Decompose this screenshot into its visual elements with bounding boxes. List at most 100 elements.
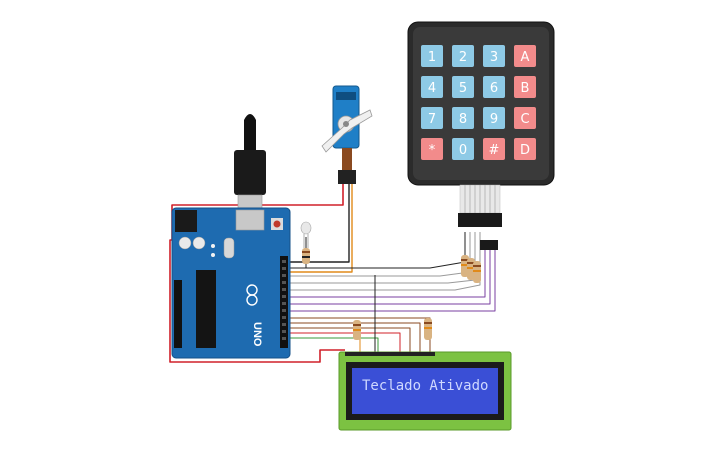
keypad-key-face: [483, 107, 505, 129]
wire-servo-signal[interactable]: [290, 184, 353, 273]
wire-keypad-7[interactable]: [290, 250, 496, 312]
keypad-key-hash[interactable]: #: [483, 138, 505, 160]
keypad-key-6[interactable]: 6: [483, 76, 505, 98]
keypad-key-8[interactable]: 8: [452, 107, 474, 129]
wire-lcd-4[interactable]: [290, 332, 401, 352]
keypad-key-face: [514, 76, 536, 98]
resistor-lcd-2[interactable]: [424, 318, 432, 340]
keypad-key-label: 8: [459, 112, 467, 127]
arduino-capacitor-1: [178, 236, 192, 250]
keypad-key-label: 5: [459, 81, 467, 96]
wire-lcd-5[interactable]: [290, 337, 379, 352]
usb-cable-wire: [244, 120, 256, 150]
keypad-key-face: [514, 45, 536, 67]
lcd-screen: [352, 368, 498, 414]
lcd-module: Teclado Ativado: [338, 351, 512, 431]
keypad-key-9[interactable]: 9: [483, 107, 505, 129]
wire-servo-black[interactable]: [290, 184, 350, 263]
servo-label: [336, 92, 356, 100]
resistor-keypad-3[interactable]: [473, 261, 481, 283]
arduino-crystal: [223, 237, 235, 259]
wire-keypad-6[interactable]: [290, 250, 491, 305]
keypad-key-label: C: [520, 112, 529, 127]
wires: [169, 184, 496, 363]
arduino-chip: [196, 270, 216, 348]
servo-cable: [342, 148, 352, 170]
wire-lcd-2[interactable]: [290, 322, 421, 352]
wire-lcd-1[interactable]: [290, 317, 431, 352]
keypad-key-face: [421, 138, 443, 160]
keypad-key-label: 2: [459, 50, 467, 65]
keypad-key-face: [452, 76, 474, 98]
keypad-connector-2[interactable]: [480, 240, 498, 250]
keypad-key-C[interactable]: C: [514, 107, 536, 129]
led[interactable]: [300, 221, 312, 248]
keypad-key-label: 0: [459, 143, 467, 158]
keypad-key-label: *: [429, 143, 436, 158]
keypad-key-star[interactable]: *: [421, 138, 443, 160]
keypad-key-face: [514, 107, 536, 129]
arduino-power-jack[interactable]: [175, 210, 197, 232]
arduino-usb-port[interactable]: [235, 209, 265, 231]
usb-plug-body[interactable]: [234, 150, 266, 195]
keypad-key-face: [421, 45, 443, 67]
wire-keypad-3[interactable]: [290, 232, 476, 284]
wire-keypad-5[interactable]: [290, 250, 486, 298]
keypad-key-label: 7: [428, 112, 436, 127]
keypad-ribbon-lines: [464, 185, 496, 213]
arduino-header-analog[interactable]: [174, 322, 182, 348]
usb-cable: [234, 114, 266, 218]
keypad-key-0[interactable]: 0: [452, 138, 474, 160]
keypad-key-label: 6: [490, 81, 498, 96]
keypad-key-face: [452, 138, 474, 160]
arduino-reset-cap: [273, 220, 281, 228]
keypad-key-label: B: [521, 81, 530, 96]
resistor-lcd-1[interactable]: [353, 320, 361, 340]
arduino-model-label: UNO: [251, 322, 263, 347]
keypad-key-label: 3: [490, 50, 498, 65]
keypad-key-label: A: [521, 50, 530, 65]
arduino-header-power[interactable]: [174, 280, 182, 322]
lcd-header-pins: [345, 352, 435, 356]
arduino-capacitor-2: [192, 236, 206, 250]
keypad-keys: 1 2 3 A 4 5 6 B 7 8 9 C * 0 # D: [421, 45, 536, 160]
keypad-key-face: [421, 107, 443, 129]
keypad-key-label: 9: [490, 112, 498, 127]
keypad-key-D[interactable]: D: [514, 138, 536, 160]
wire-power-red[interactable]: [169, 239, 345, 363]
keypad-key-label: #: [489, 143, 500, 158]
servo: [321, 85, 373, 184]
servo-connector[interactable]: [338, 170, 356, 184]
resistors: [302, 248, 481, 340]
arduino-led-2: [211, 253, 215, 257]
keypad-key-5[interactable]: 5: [452, 76, 474, 98]
keypad-key-label: 1: [428, 50, 436, 65]
keypad-key-B[interactable]: B: [514, 76, 536, 98]
keypad: 1 2 3 A 4 5 6 B 7 8 9 C * 0 # D: [407, 21, 555, 250]
keypad-key-2[interactable]: 2: [452, 45, 474, 67]
resistor-led[interactable]: [302, 248, 310, 264]
keypad-key-label: D: [520, 143, 530, 158]
keypad-key-face: [421, 76, 443, 98]
usb-cable-end: [244, 114, 256, 120]
arduino-led-1: [211, 244, 215, 248]
keypad-key-face: [452, 107, 474, 129]
keypad-key-face: [514, 138, 536, 160]
arduino-board: UNO: [171, 207, 291, 359]
keypad-key-face: [483, 45, 505, 67]
wire-keypad-2[interactable]: [290, 232, 471, 277]
wire-lcd-3[interactable]: [290, 327, 411, 352]
keypad-key-3[interactable]: 3: [483, 45, 505, 67]
lcd-text: Teclado Ativado: [362, 378, 488, 394]
keypad-key-face: [452, 45, 474, 67]
keypad-connector[interactable]: [458, 213, 502, 227]
keypad-key-face: [483, 76, 505, 98]
keypad-key-1[interactable]: 1: [421, 45, 443, 67]
arduino-header-pins: [282, 260, 286, 340]
wire-keypad-4[interactable]: [290, 232, 481, 291]
keypad-key-A[interactable]: A: [514, 45, 536, 67]
wire-keypad-1[interactable]: [290, 232, 466, 269]
keypad-key-4[interactable]: 4: [421, 76, 443, 98]
keypad-key-7[interactable]: 7: [421, 107, 443, 129]
servo-screw: [343, 121, 349, 127]
